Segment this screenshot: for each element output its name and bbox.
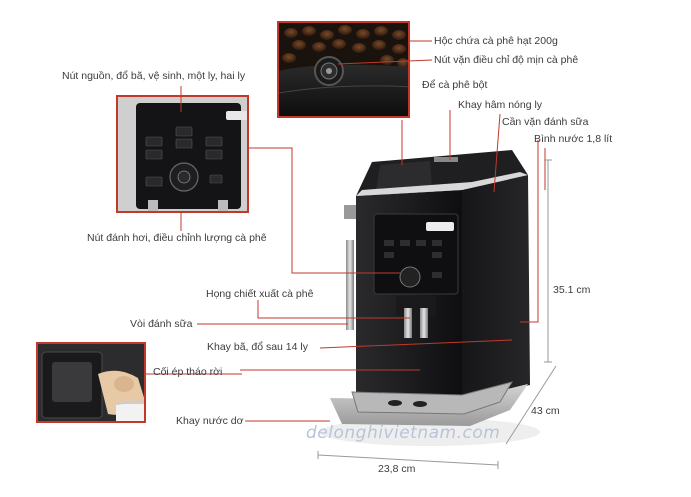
label-bean-container: Hộc chứa cà phê hạt 200g: [434, 35, 558, 47]
label-grind-knob: Nút vặn điều chỉ độ mịn cà phê: [434, 54, 579, 66]
label-milk-nozzle: Vòi đánh sữa: [130, 318, 193, 330]
dimension-depth: 43 cm: [531, 405, 560, 417]
inset-brew-unit: [36, 342, 146, 423]
leader-lines: [146, 40, 546, 422]
inset-bean-hopper: [277, 21, 410, 118]
coffee-machine: [320, 150, 540, 446]
label-steam-buttons: Nút đánh hơi, điều chỉnh lượng cà phê: [87, 232, 267, 244]
inset-control-panel: [116, 95, 249, 213]
watermark: delonghivietnam.com: [306, 423, 501, 443]
control-panel-illustration: [118, 97, 247, 211]
label-milk-lever: Cần vặn đánh sữa: [502, 116, 589, 128]
label-power-buttons: Nút nguồn, đổ bã, vệ sinh, một ly, hai l…: [62, 70, 246, 82]
dimension-lines: [317, 159, 557, 469]
label-drip-tray: Khay nước dơ: [176, 415, 244, 427]
label-spout: Họng chiết xuất cà phê: [206, 288, 314, 300]
dimension-height: 35.1 cm: [553, 284, 591, 296]
label-cup-warmer: Khay hâm nóng ly: [458, 99, 543, 111]
label-ground-coffee-base: Để cà phê bột: [422, 79, 488, 91]
dimension-width: 23,8 cm: [378, 463, 416, 475]
brew-unit-illustration: [38, 344, 144, 421]
label-brew-unit: Cối ép tháo rời: [153, 366, 223, 378]
bean-hopper-illustration: [279, 23, 408, 116]
label-water-tank: Bình nước 1,8 lít: [534, 133, 613, 145]
label-grounds-tray: Khay bã, đổ sau 14 ly: [207, 341, 308, 353]
